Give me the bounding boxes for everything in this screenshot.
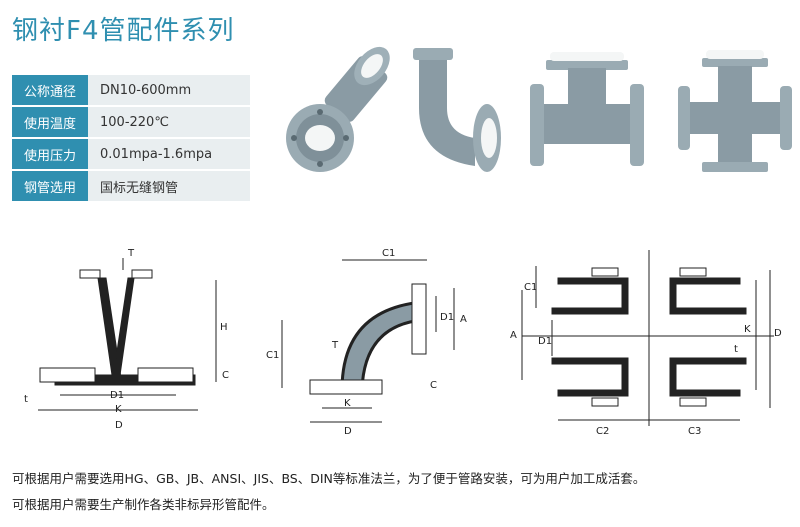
- dim-label-C: C: [430, 380, 437, 391]
- spec-label: 钢管选用: [12, 170, 88, 203]
- dim-label-D1: D1: [440, 312, 454, 323]
- dim-label-T: T: [331, 340, 339, 351]
- dim-label-C1: C1: [524, 282, 537, 293]
- spec-value: 国标无缝钢管: [88, 170, 250, 203]
- elbow-45-photo: [286, 46, 390, 172]
- dim-label-C1: C1: [382, 248, 395, 259]
- spec-row: 钢管选用国标无缝钢管: [12, 170, 250, 203]
- spec-label: 公称通径: [12, 75, 88, 107]
- dim-label-K: K: [744, 324, 751, 335]
- dim-label-D: D: [774, 328, 782, 339]
- spec-value: 100-220℃: [88, 106, 250, 139]
- dim-label-K: K: [344, 398, 351, 409]
- dim-label-T: T: [127, 248, 135, 259]
- elbow-drawing: C1 T D1 A C1 K D C: [266, 248, 467, 437]
- tee-photo: [530, 52, 644, 166]
- cross-drawing: C1 A D1 K D t C2 C3: [510, 250, 782, 437]
- dim-label-A: A: [460, 314, 467, 325]
- page-title: 钢衬F4管配件系列: [12, 16, 235, 46]
- dim-label-C2: C2: [596, 426, 609, 437]
- dim-label-D1: D1: [110, 390, 124, 401]
- reducer-drawing: T H C D1 K D t: [24, 248, 229, 431]
- notes: 可根据用户需要选用HG、GB、JB、ANSI、JIS、BS、DIN等标准法兰，为…: [12, 466, 645, 518]
- dim-label-D: D: [115, 420, 123, 431]
- dim-label-A: A: [510, 330, 517, 341]
- cross-photo: [678, 50, 792, 172]
- dim-label-C3: C3: [688, 426, 701, 437]
- elbow-90-photo: [413, 48, 501, 172]
- dim-label-K: K: [115, 404, 122, 415]
- spec-value: 0.01mpa-1.6mpa: [88, 138, 250, 171]
- dim-label-D1: D1: [538, 336, 552, 347]
- dim-label-H: H: [220, 322, 228, 333]
- spec-label: 使用压力: [12, 138, 88, 171]
- note-line: 可根据用户需要选用HG、GB、JB、ANSI、JIS、BS、DIN等标准法兰，为…: [12, 471, 646, 486]
- spec-label: 使用温度: [12, 106, 88, 139]
- dim-label-D: D: [344, 426, 352, 437]
- spec-value: DN10-600mm: [88, 75, 250, 107]
- dim-label-C1-vertical: C1: [266, 350, 279, 361]
- dim-label-C: C: [222, 370, 229, 381]
- dim-label-t: t: [734, 344, 738, 355]
- note-line: 可根据用户需要生产制作各类非标异形管配件。: [12, 497, 275, 512]
- dim-label-t: t: [24, 394, 28, 405]
